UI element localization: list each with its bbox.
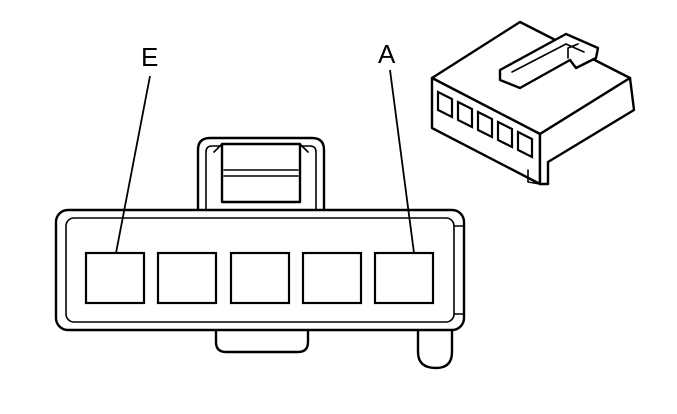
connector-isometric-view [430, 20, 636, 186]
leader-line-a [389, 69, 415, 254]
iso-cavity-e [436, 90, 454, 119]
leader-line-e [115, 75, 151, 254]
iso-cavity-a [516, 130, 534, 159]
pin-callouts: E A [115, 39, 415, 254]
cavity-e [84, 251, 146, 305]
cavity-a [373, 251, 435, 305]
cavity-d [156, 251, 218, 305]
iso-cavity-c [476, 110, 494, 139]
pin-label-a: A [378, 39, 396, 69]
cavity-row [84, 251, 435, 305]
housing-right-step [453, 225, 465, 315]
iso-latch-slot [511, 43, 585, 73]
iso-cavity-d [456, 100, 474, 129]
latch-window-side-left [213, 143, 223, 153]
iso-cavity-b [496, 120, 514, 149]
connector-front-view [54, 136, 466, 370]
iso-latch-post [567, 43, 579, 59]
pin-label-e: E [141, 42, 158, 72]
iso-bottom-lip [527, 169, 541, 185]
housing-inner-rim [65, 217, 455, 323]
cavity-c [229, 251, 291, 305]
latch-window-side-right [299, 143, 309, 153]
cavity-b [301, 251, 363, 305]
iso-cavity-row [436, 90, 534, 159]
latch-window [220, 142, 302, 204]
